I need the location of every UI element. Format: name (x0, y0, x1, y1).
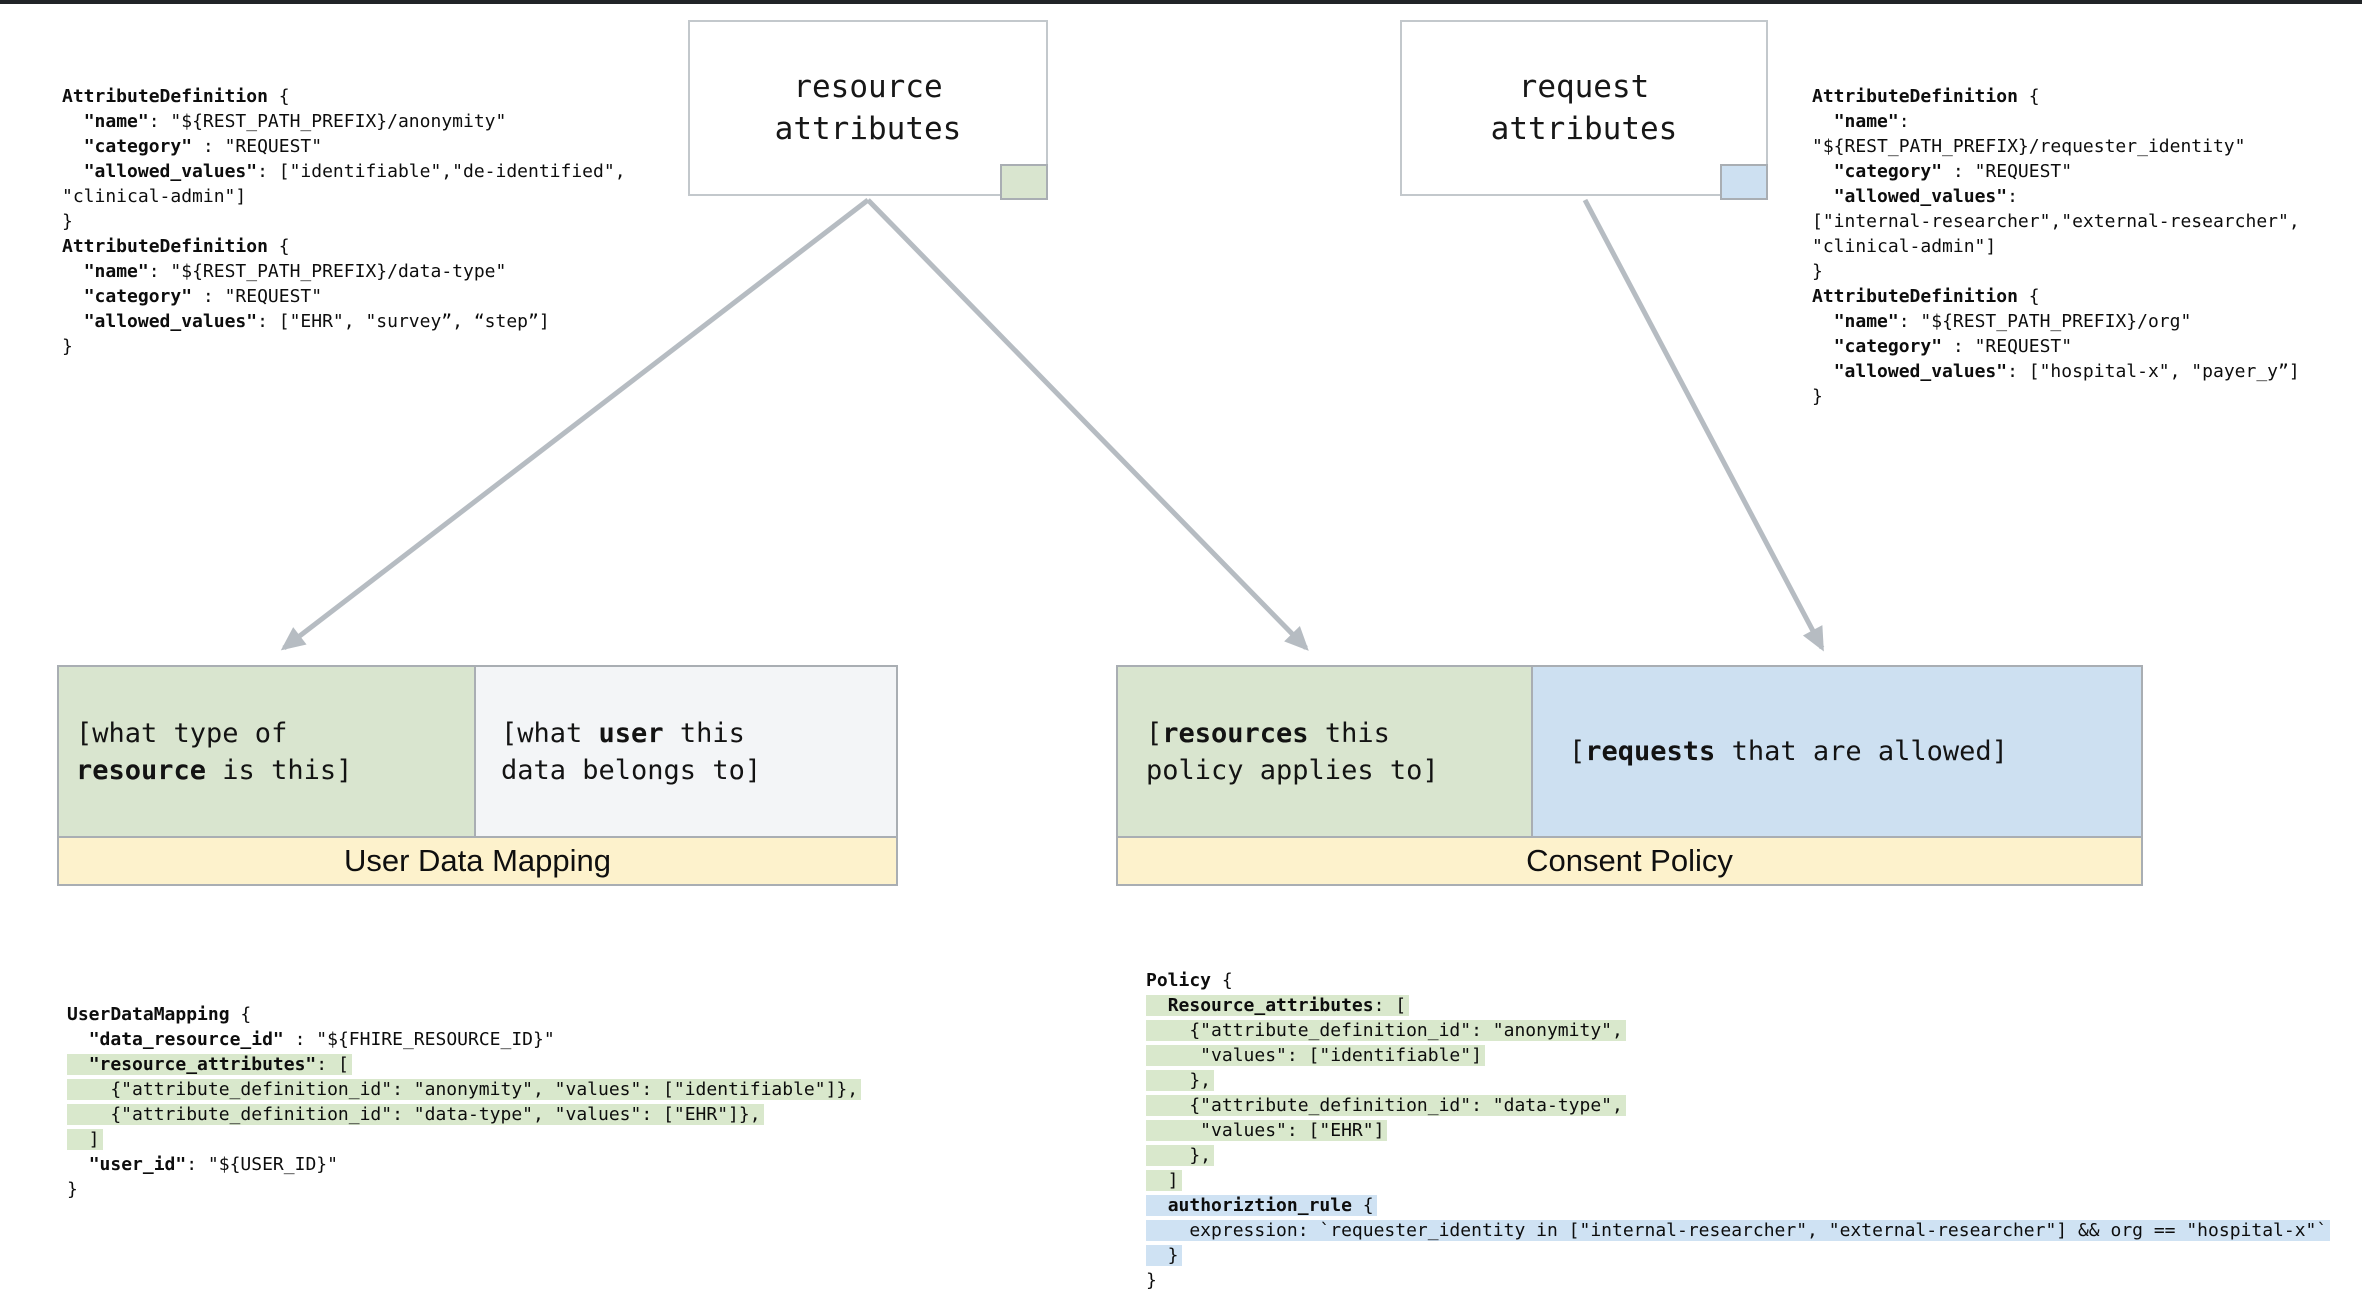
user-data-mapping-group: [what type of resource is this] [what us… (57, 665, 898, 886)
blue-color-swatch-icon (1720, 164, 1768, 200)
resource-type-cell: [what type of resource is this] (57, 665, 476, 838)
consent-policy-title-bar: Consent Policy (1116, 836, 2143, 886)
policy-resources-cell: [resources this policy applies to] (1116, 665, 1533, 838)
arrow-request-to-consent-policy (1582, 198, 1825, 652)
consent-policy-title: Consent Policy (1526, 843, 1733, 878)
user-data-mapping-code: UserDataMapping { "data_resource_id" : "… (67, 1002, 862, 1202)
policy-requests-cell: [requests that are allowed] (1531, 665, 2143, 838)
resource-attribute-definitions-code: AttributeDefinition { "name": "${REST_PA… (62, 86, 626, 357)
user-data-mapping-title-bar: User Data Mapping (57, 836, 898, 886)
top-border-line (0, 0, 2362, 4)
policy-requests-cell-text: [requests that are allowed] (1569, 736, 2008, 767)
request-attributes-label: request attributes (1490, 69, 1678, 147)
consent-policy-code: Policy { Resource_attributes: [ {"attrib… (1146, 968, 2331, 1292)
resource-attributes-node: resource attributes (688, 20, 1048, 200)
user-cell: [what user this data belongs to] (474, 665, 898, 838)
user-data-mapping-title: User Data Mapping (343, 843, 612, 878)
policy-resources-cell-text: [resources this policy applies to] (1146, 717, 1439, 786)
user-cell-text: [what user this data belongs to] (501, 717, 762, 786)
request-attributes-node: request attributes (1400, 20, 1768, 200)
green-color-swatch-icon (1000, 164, 1048, 200)
request-attribute-definitions-code: AttributeDefinition { "name":"${REST_PAT… (1812, 86, 2300, 407)
arrow-resource-to-consent-policy (866, 198, 1309, 651)
resource-type-cell-text: [what type of resource is this] (76, 717, 353, 786)
resource-attributes-label: resource attributes (774, 69, 962, 147)
consent-policy-group: [resources this policy applies to] [requ… (1116, 665, 2143, 886)
